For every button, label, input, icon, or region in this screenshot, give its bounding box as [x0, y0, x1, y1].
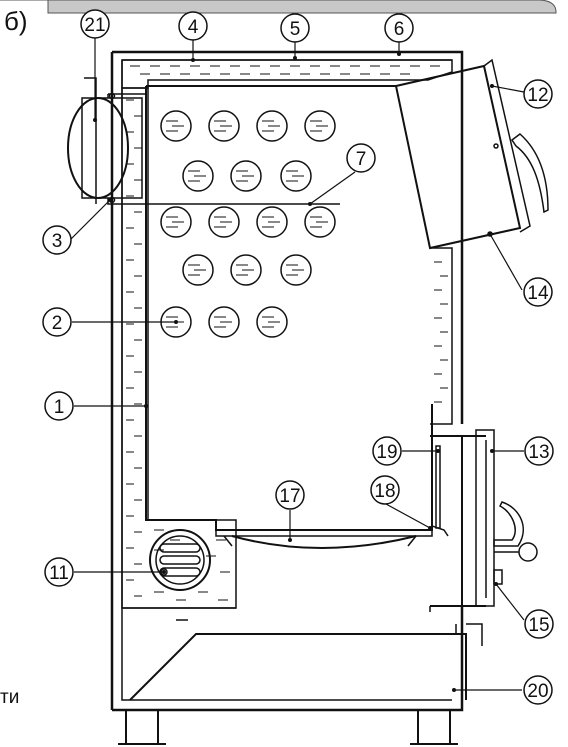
callout-13: 13 [524, 436, 554, 466]
callout-3-number: 3 [52, 231, 63, 252]
loading-door-hinge [493, 143, 499, 149]
coil-tube [159, 555, 201, 565]
fire-tube [208, 206, 240, 238]
callout-12: 12 [523, 79, 553, 109]
callout-1: 1 [44, 391, 74, 421]
fire-tube [304, 110, 336, 142]
fire-tube [160, 110, 192, 142]
callout-5-number: 5 [290, 19, 301, 40]
callout-6-number: 6 [394, 19, 405, 40]
callout-17: 17 [275, 480, 305, 510]
callout-21: 21 [80, 9, 110, 39]
coil-tube [159, 543, 201, 553]
callout-12-number: 12 [527, 85, 548, 106]
fire-tube [182, 254, 214, 286]
loading-door-handle [510, 133, 549, 214]
callout-18-number: 18 [374, 481, 395, 502]
fire-tube [280, 160, 312, 192]
ash-pan-arc [231, 535, 417, 549]
callout-1-number: 1 [54, 397, 65, 418]
loading-door-panel [483, 58, 531, 233]
callout-18: 18 [370, 475, 400, 505]
callout-15: 15 [524, 609, 554, 639]
ash-door-knob [518, 542, 538, 562]
callout-20: 20 [523, 675, 553, 705]
callout-4-number: 4 [188, 17, 199, 38]
edge-text-fragment: ти [0, 687, 19, 708]
callout-leaders [69, 38, 525, 691]
callout-14: 14 [523, 277, 553, 307]
callout-4: 4 [178, 11, 208, 41]
ash-drawer [129, 633, 467, 701]
fire-tube [256, 110, 288, 142]
panel-letter: б) [4, 6, 28, 36]
callout-2-number: 2 [52, 313, 63, 334]
fire-tube [256, 306, 288, 338]
fire-tube-water-marks [166, 120, 328, 328]
side-valve-disc [67, 97, 129, 199]
fire-tube [160, 206, 192, 238]
callout-19-number: 19 [376, 442, 397, 463]
callout-7-number: 7 [356, 149, 367, 170]
callout-15-number: 15 [528, 615, 549, 636]
callout-13-number: 13 [528, 442, 549, 463]
callout-5: 5 [280, 13, 310, 43]
callout-11-number: 11 [49, 563, 69, 584]
ash-drawer-handle [455, 623, 483, 646]
fire-tube [230, 160, 262, 192]
fire-tube [280, 254, 312, 286]
grate-support [223, 535, 417, 547]
ash-door-casing [430, 435, 486, 607]
coil-housing-inner [155, 535, 205, 585]
callout-14-number: 14 [527, 283, 549, 304]
ash-door-handle [493, 501, 524, 547]
side-valve-stem [84, 77, 97, 204]
connector-bolt-top [108, 92, 116, 100]
coil-housing [149, 529, 211, 591]
callout-21-number: 21 [84, 15, 105, 36]
ash-door-latch [493, 569, 503, 585]
callout-20-number: 20 [527, 681, 548, 702]
boiler-foot-left [118, 710, 166, 745]
fire-tube [230, 254, 262, 286]
callout-7: 7 [346, 143, 376, 173]
callout-17-number: 17 [279, 486, 300, 507]
callout-3: 3 [42, 225, 72, 255]
boiler-foot-right [410, 710, 458, 745]
fire-tube-bank [160, 110, 336, 338]
water-hatching [126, 65, 448, 601]
loading-door-frame [394, 64, 522, 250]
damper-rod [435, 445, 441, 529]
callout-11: 11 [44, 557, 74, 587]
water-jacket-right [430, 247, 453, 425]
header-bar [0, 0, 557, 14]
callout-6: 6 [384, 13, 414, 43]
fire-tube [208, 110, 240, 142]
fire-tube [256, 206, 288, 238]
grate-bar [215, 529, 433, 537]
callout-2: 2 [42, 307, 72, 337]
inner-casing [121, 59, 452, 701]
outer-casing [110, 50, 464, 712]
fire-tube [182, 160, 214, 192]
ash-door-panel [475, 429, 495, 607]
damper-plate [431, 406, 449, 537]
fire-tube [304, 206, 336, 238]
fire-tube [208, 306, 240, 338]
lower-divider [122, 605, 452, 621]
callout-dots [93, 52, 498, 692]
callout-19: 19 [372, 436, 402, 466]
